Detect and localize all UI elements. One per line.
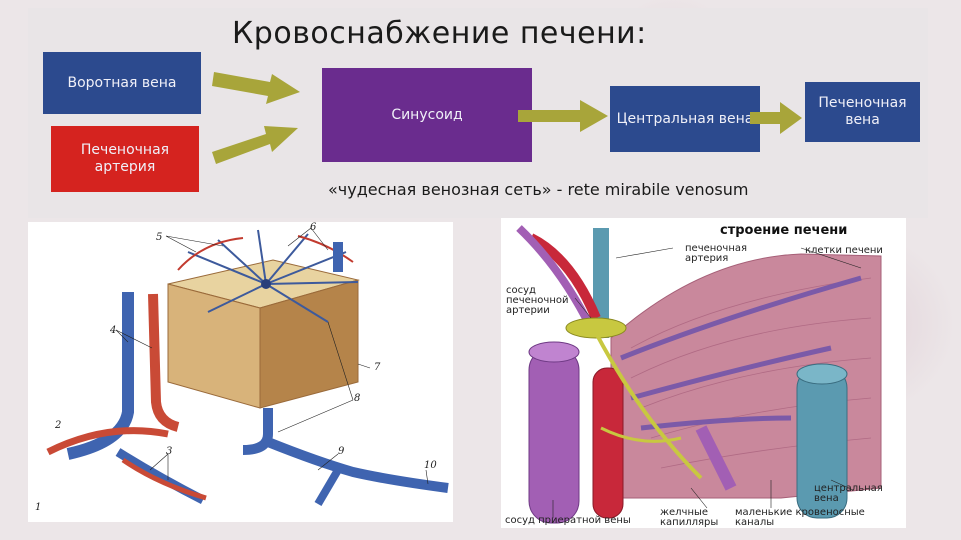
num-label-1: 1 [35,502,42,513]
purple-branch [695,425,737,491]
artery-branch [46,427,169,456]
num-label-4: 4 [110,325,117,336]
central-vein-label: Центральная вена [616,110,754,127]
arrow-sinusoid-to-central [518,100,608,132]
hepatic-artery-label: Печеночная артерия [80,142,170,175]
num-label-2: 2 [55,420,62,431]
label-artery-vessel: сосуд печеночной артерии [506,285,569,316]
liver-lobule-illustration [46,227,449,507]
bile-capillary-2 [600,426,682,443]
structure-heading: строение печени [720,223,848,238]
hepatic-vein-box: Печеночная вена [805,82,920,142]
sinusoid-vessel-2 [630,345,832,401]
portal-vein-box: Воротная вена [43,52,201,114]
hepatic-artery-vessel [148,293,180,432]
num-label-10: 10 [424,460,437,471]
bile-duct-bundle [565,317,627,339]
artery-cylinder [592,367,624,519]
label-portal-vessel: сосуд приератной вены [505,515,631,526]
hepatic-vein-branch [314,467,342,507]
portal-vein-cylinder [528,347,580,524]
num-label-3: 3 [166,446,173,457]
lobule-side-face [259,279,359,409]
portal-vein-label: Воротная вена [67,74,177,91]
liver-structure-illustration [516,225,882,524]
top-vessel-red [528,233,601,320]
slide-title: Кровоснабжение печени: [232,16,647,51]
label-hepatic-artery: печеночная артерия [685,243,747,264]
hepatic-artery-box: Печеночная артерия [51,126,199,192]
num-label-9: 9 [338,446,345,457]
sinusoid-label: Синусоид [391,106,463,123]
label-liver-cells: клетки печени [805,245,883,256]
central-vein-dot [261,279,271,289]
hepatic-vein-outflow [242,408,449,493]
arrow-portal-to-sinusoid [212,72,300,104]
num-label-7: 7 [374,362,381,373]
flow-arrows [212,72,802,164]
arrow-artery-to-sinusoid [212,126,298,164]
bile-capillary [594,332,703,480]
central-vein-box: Центральная вена [610,86,760,152]
artery-branch-lower [121,457,207,501]
sinusoid-box: Синусоид [322,68,532,162]
label-bile-capillaries: желчные капилляры [660,507,719,528]
top-vessel-purple [516,225,595,330]
num-label-6: 6 [310,222,317,233]
rete-mirabile-caption: «чудесная венозная сеть» - rete mirabile… [328,180,749,199]
arrow-central-to-hepatic [750,102,802,134]
hepatic-vein-label: Печеночная вена [818,95,907,128]
sinusoid-vessel-3 [640,415,792,431]
num-label-5: 5 [156,232,163,243]
label-small-channels: маленькие кровеносные каналы [735,507,865,528]
sinusoid-vessel-1 [620,275,862,361]
num-label-8: 8 [354,393,361,404]
label-central-vein: центральная вена [814,483,883,504]
